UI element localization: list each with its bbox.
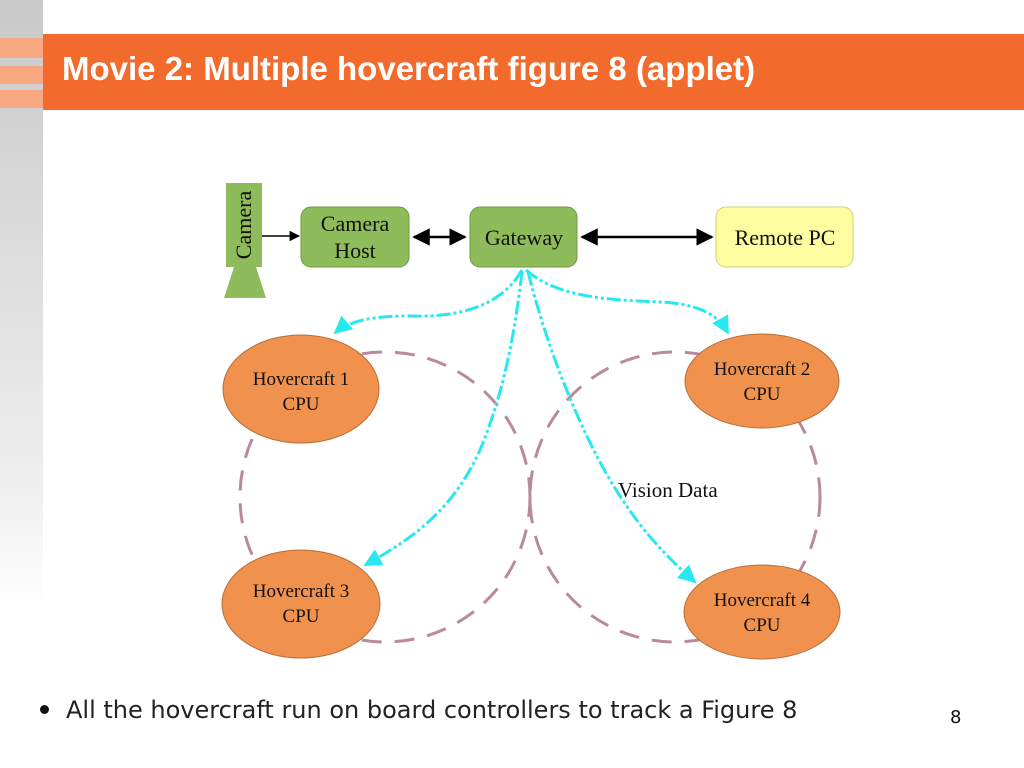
hovercraft-2-label-2: CPU: [744, 384, 781, 405]
title-accent-mid: [0, 66, 43, 84]
hovercraft-3-label-2: CPU: [283, 606, 320, 627]
vision-line-to-hovercraft-4: [526, 271, 697, 584]
hovercraft-1-label-2: CPU: [283, 394, 320, 415]
gateway-box: [469, 206, 578, 268]
title-bar: [43, 34, 1024, 110]
vision-data-label: Vision Data: [618, 478, 718, 502]
vision-line-to-hovercraft-3: [363, 271, 524, 567]
camera-host-label-1: Camera: [321, 211, 390, 236]
hovercraft-1-node: [222, 334, 380, 444]
gateway-label: Gateway: [485, 225, 563, 250]
title-accent-bottom: [0, 90, 43, 108]
remote-pc-label: Remote PC: [735, 225, 836, 250]
camera-host-label-2: Host: [334, 238, 376, 263]
vision-line-to-hovercraft-2: [525, 268, 730, 335]
remote-pc-box: [715, 206, 854, 268]
hovercraft-4-node: [683, 564, 841, 660]
camera-label: Camera: [231, 191, 256, 260]
title-accent-top: [0, 38, 43, 58]
hovercraft-4-label-2: CPU: [744, 615, 781, 636]
page-number: 8: [950, 707, 962, 728]
figure8-left-loop: [238, 350, 532, 644]
camera-lens: [224, 267, 266, 298]
camera-host-box: [300, 206, 410, 268]
bullet-dot-icon: [40, 704, 49, 714]
hovercraft-2-label-1: Hovercraft 2: [714, 359, 811, 380]
figure8-right-loop: [528, 350, 822, 644]
hovercraft-2-node: [684, 333, 840, 429]
hovercraft-3-node: [221, 549, 381, 659]
hovercraft-3-label-1: Hovercraft 3: [253, 581, 350, 602]
bullet-item: All the hovercraft run on board controll…: [40, 696, 797, 724]
vision-line-to-hovercraft-1: [333, 269, 524, 335]
hovercraft-1-label-1: Hovercraft 1: [253, 369, 350, 390]
camera-body: [226, 183, 262, 267]
bullet-text: All the hovercraft run on board controll…: [66, 696, 798, 724]
slide-title: Movie 2: Multiple hovercraft figure 8 (a…: [62, 50, 756, 87]
hovercraft-4-label-1: Hovercraft 4: [714, 590, 811, 611]
